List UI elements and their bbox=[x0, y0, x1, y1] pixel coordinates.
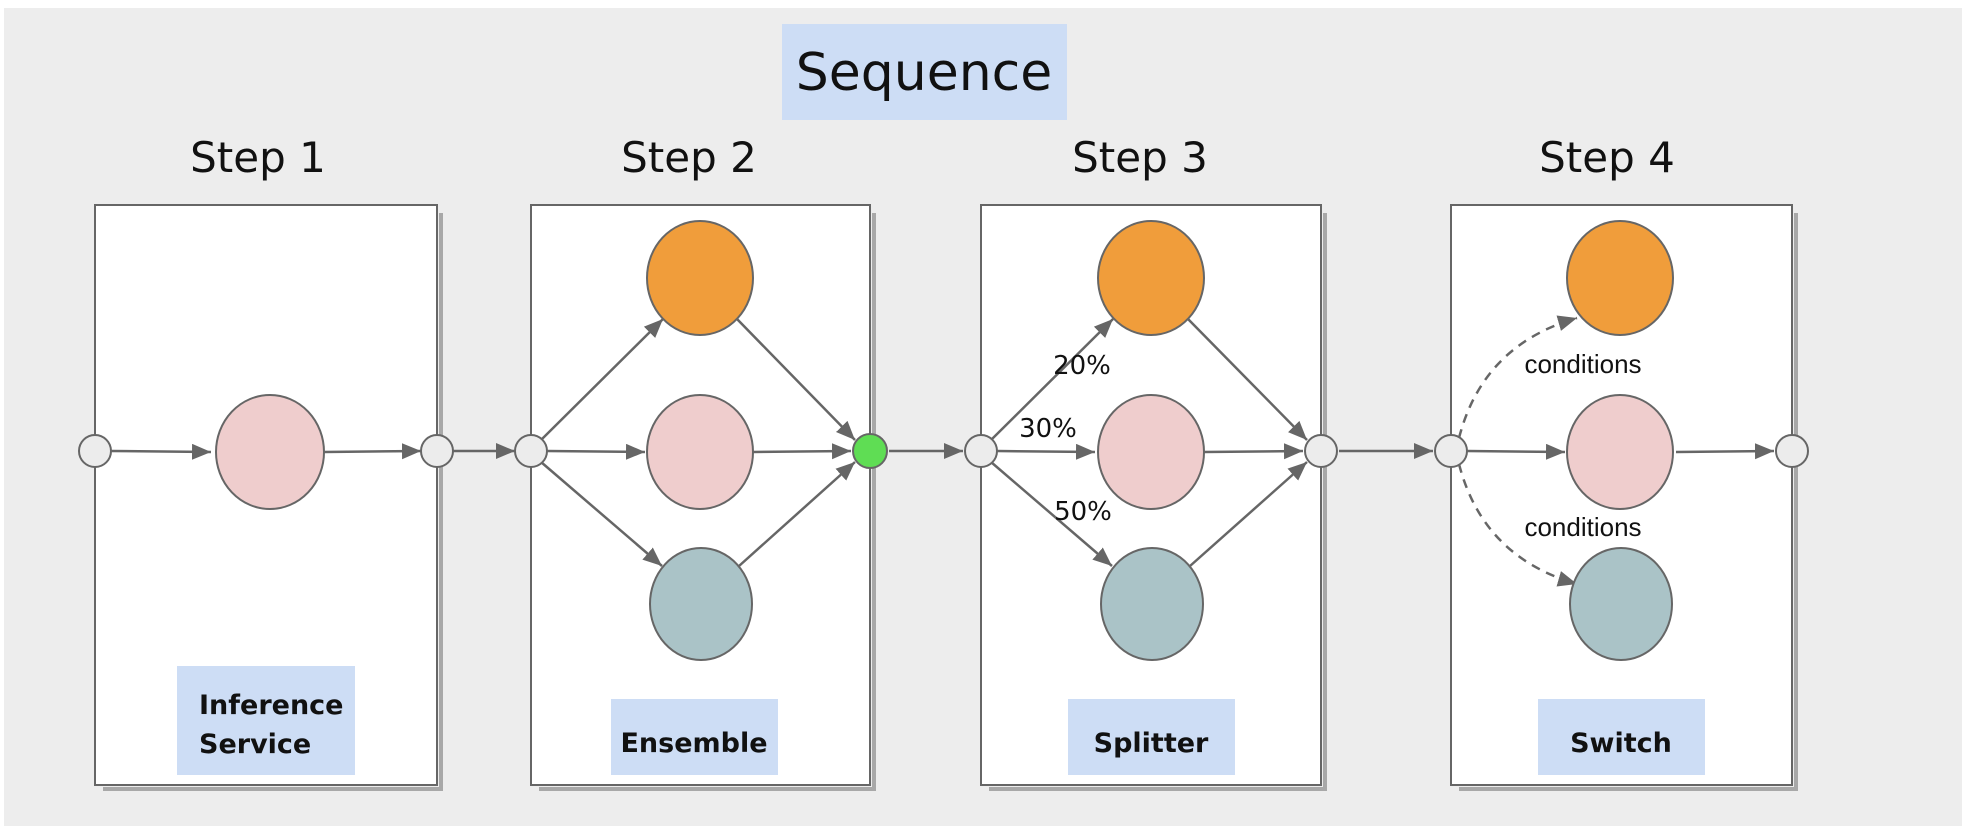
ports bbox=[78, 433, 1809, 469]
edge-step3-orange-to-merge bbox=[1187, 318, 1308, 441]
step1-title: Step 1 bbox=[190, 133, 326, 182]
step1-box-shadow bbox=[103, 213, 443, 791]
step3-title: Step 3 bbox=[1072, 133, 1208, 182]
step4-title: Step 4 bbox=[1539, 133, 1675, 182]
step2-title: Step 2 bbox=[621, 133, 757, 182]
step4-label-box bbox=[1538, 699, 1705, 775]
edge-step2-teal-to-merge bbox=[738, 461, 856, 567]
step1-output-port bbox=[420, 434, 454, 468]
edge-step4-to-pink bbox=[1466, 443, 1566, 460]
edge-step4-to-teal-dashed bbox=[1457, 463, 1578, 587]
step2-label-box bbox=[611, 699, 778, 775]
step4-box-shadow bbox=[1459, 213, 1798, 791]
step4-pink-node bbox=[1566, 394, 1674, 510]
edge-step1-out bbox=[323, 443, 422, 460]
edge-step3-to-teal bbox=[990, 461, 1113, 567]
edges bbox=[110, 315, 1775, 587]
edge-annotations: 20% 30% 50% conditions conditions bbox=[1019, 349, 1641, 542]
step2-merge-port-green bbox=[852, 433, 888, 469]
step1-label-box bbox=[177, 666, 355, 775]
model-nodes bbox=[215, 220, 1674, 661]
step1-input-port bbox=[78, 434, 112, 468]
step3-output-port bbox=[1304, 434, 1338, 468]
edge-step2-to-pink bbox=[546, 443, 646, 460]
switch-conditions-top-label: conditions bbox=[1524, 349, 1641, 379]
step2-box-shadow bbox=[539, 213, 876, 791]
edge-step2-orange-to-merge bbox=[736, 318, 856, 441]
step4-teal-node bbox=[1569, 547, 1673, 661]
edge-step4-out bbox=[1675, 443, 1775, 460]
edge-step3-pink-to-merge bbox=[1203, 443, 1304, 460]
edge-step2-to-teal bbox=[540, 461, 663, 567]
sequence-title-text: Sequence bbox=[796, 43, 1053, 103]
step4-label: Switch bbox=[1570, 728, 1672, 759]
step1-label-line1: Inference bbox=[199, 690, 344, 721]
step3-pink-node bbox=[1097, 394, 1205, 510]
edge-step2-pink-to-merge bbox=[752, 443, 852, 460]
sequence-title-box bbox=[782, 24, 1067, 120]
edge-step3-to-pink bbox=[996, 443, 1096, 460]
step1-label-line2: Service bbox=[199, 729, 311, 760]
step2-pink-node bbox=[646, 394, 754, 510]
step1-pink-node bbox=[215, 394, 325, 510]
edge-step3-to-orange bbox=[990, 318, 1114, 441]
step4-input-port bbox=[1434, 434, 1468, 468]
step2-label: Ensemble bbox=[620, 728, 767, 759]
step2-teal-node bbox=[649, 547, 753, 661]
step4-output-port bbox=[1775, 434, 1809, 468]
edge-step3-teal-to-merge bbox=[1189, 461, 1308, 567]
step3-label: Splitter bbox=[1094, 728, 1209, 759]
edge-step1-in bbox=[110, 443, 212, 460]
step2-input-port bbox=[514, 434, 548, 468]
step3-box-shadow bbox=[989, 213, 1327, 791]
step3-label-box bbox=[1068, 699, 1235, 775]
step3-orange-node bbox=[1097, 220, 1205, 336]
sequence-title: Sequence bbox=[782, 24, 1067, 120]
edge-step4-to-orange-dashed bbox=[1457, 315, 1578, 439]
step2-orange-node bbox=[646, 220, 754, 336]
split-pct-50-label: 50% bbox=[1054, 497, 1112, 527]
edge-step2-to-orange bbox=[540, 318, 664, 441]
step-name-labels: Inference Service Ensemble Splitter Swit… bbox=[177, 666, 1705, 775]
step4-orange-node bbox=[1566, 220, 1674, 336]
switch-conditions-bottom-label: conditions bbox=[1524, 512, 1641, 542]
split-pct-20-label: 20% bbox=[1053, 351, 1111, 381]
split-pct-30-label: 30% bbox=[1019, 414, 1077, 444]
step3-input-port bbox=[964, 434, 998, 468]
step3-teal-node bbox=[1100, 547, 1204, 661]
